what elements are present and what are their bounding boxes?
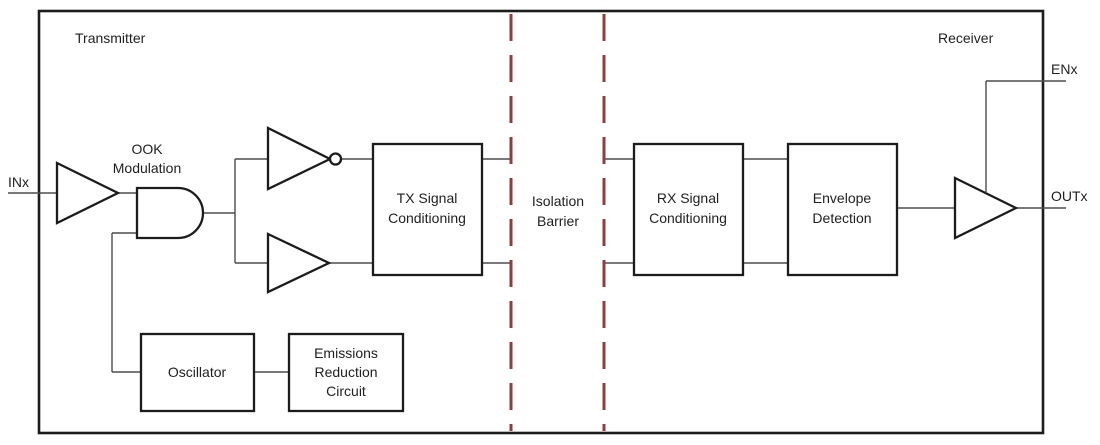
outx-port-label: OUTx <box>1051 188 1088 204</box>
isolation-barrier-label: Isolation Barrier <box>532 193 584 229</box>
envelope-label-line1: Envelope <box>813 190 872 206</box>
emissions-label-line1: Emissions <box>314 345 378 361</box>
envelope-detection-block: Envelope Detection <box>786 142 899 277</box>
rx-signal-conditioning-box <box>632 142 745 277</box>
and-gate-body <box>135 186 205 240</box>
wires <box>8 80 1066 373</box>
inx-port-label: INx <box>8 174 29 190</box>
emissions-reduction-box <box>287 332 405 413</box>
outer-boundary-box <box>37 9 1045 435</box>
tx-signal-label-line2: Conditioning <box>388 210 466 226</box>
envelope-detection-box <box>786 142 899 277</box>
emissions-label-line2: Reduction <box>314 364 377 380</box>
inverter-bubble <box>328 152 343 166</box>
receiver-region-label: Receiver <box>938 30 994 46</box>
oscillator-block: Oscillator <box>139 332 256 413</box>
and-gate <box>135 186 205 240</box>
inverter-gate <box>266 126 343 191</box>
oscillator-label: Oscillator <box>168 364 227 380</box>
lower-buffer-triangle <box>266 232 332 294</box>
lower-buffer-gate <box>266 232 332 294</box>
tx-signal-label-line1: TX Signal <box>397 190 458 206</box>
rx-signal-label-line2: Conditioning <box>649 210 727 226</box>
ook-label-line1: OOK <box>131 141 163 157</box>
ook-label-line2: Modulation <box>113 160 182 176</box>
rx-signal-conditioning-block: RX Signal Conditioning <box>632 142 745 277</box>
emissions-label-line3: Circuit <box>326 383 366 399</box>
tx-signal-conditioning-block: TX Signal Conditioning <box>371 142 484 277</box>
input-buffer-triangle <box>55 161 121 225</box>
enx-port-label: ENx <box>1051 61 1077 77</box>
emissions-reduction-block: Emissions Reduction Circuit <box>287 332 405 413</box>
input-buffer-gate <box>55 161 121 225</box>
rx-signal-label-line1: RX Signal <box>657 190 719 206</box>
isolation-barrier-label-line2: Barrier <box>537 213 579 229</box>
transmitter-region-label: Transmitter <box>75 30 146 46</box>
inverter-triangle <box>266 126 333 191</box>
tx-signal-conditioning-box <box>371 142 484 277</box>
output-buffer-gate <box>953 176 1019 240</box>
output-buffer-triangle <box>953 176 1019 240</box>
isolation-barrier-label-line1: Isolation <box>532 193 584 209</box>
oscillator-box <box>139 332 256 413</box>
ook-modulation-label: OOK Modulation <box>113 141 182 176</box>
envelope-label-line2: Detection <box>812 210 871 226</box>
